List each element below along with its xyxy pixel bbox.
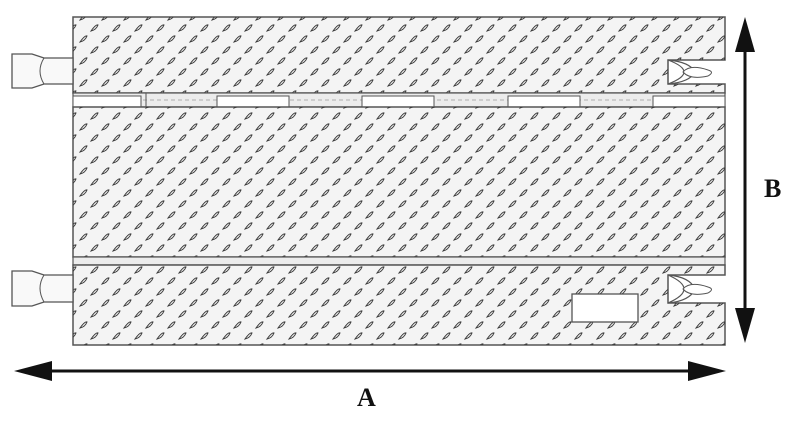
- connector-male-bottom-neck: [39, 274, 45, 303]
- hinge-segment-5: [652, 95, 726, 108]
- connector-female-top: [667, 59, 696, 85]
- cable-channel-lid: [72, 92, 726, 108]
- connector-male-top: [11, 53, 74, 89]
- hinge-segment-3: [361, 95, 435, 108]
- separator-strip: [72, 256, 726, 266]
- dimension-a: A: [14, 361, 726, 412]
- channel-cover-tread: [73, 107, 725, 257]
- dimension-a-arrow-right: [688, 361, 726, 381]
- dimension-b-arrow-down: [735, 308, 755, 343]
- top-ramp-tread: [73, 17, 725, 93]
- bottom-ramp: [11, 264, 726, 346]
- connector-male-bottom: [11, 270, 74, 307]
- dimension-b: B: [735, 17, 781, 343]
- label-plate: [571, 293, 639, 323]
- bottom-ramp-tread: [73, 265, 725, 345]
- hinge-segment-2: [216, 95, 290, 108]
- channel-cover: [72, 106, 726, 258]
- connector-female-bottom: [667, 274, 696, 304]
- dimension-a-arrow-left: [14, 361, 52, 381]
- hinge-segment-1: [72, 95, 142, 108]
- hinge-segment-4: [507, 95, 581, 108]
- dimension-b-label: B: [764, 174, 781, 203]
- connector-female-top-recess: [682, 66, 712, 78]
- dimension-a-label: A: [357, 383, 376, 412]
- dimension-b-arrow-up: [735, 17, 755, 52]
- connector-female-bottom-recess: [682, 283, 712, 295]
- top-ramp: [11, 16, 726, 94]
- connector-male-top-neck: [39, 57, 45, 85]
